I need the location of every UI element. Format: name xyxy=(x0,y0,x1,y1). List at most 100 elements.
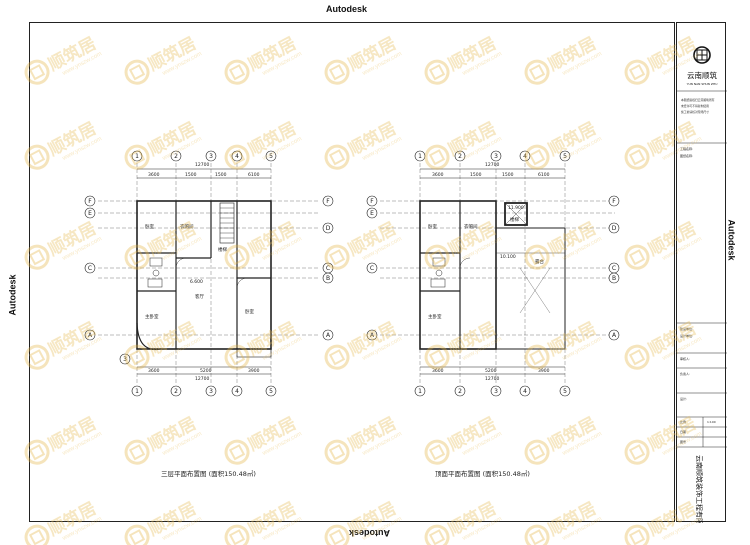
overall-dim: 12700 xyxy=(195,376,209,382)
svg-text:3600: 3600 xyxy=(148,368,160,374)
svg-text:A: A xyxy=(612,332,617,339)
svg-text:施工前请核对现场尺寸: 施工前请核对现场尺寸 xyxy=(681,110,709,114)
roof-plan xyxy=(380,163,615,383)
svg-text:建设单位:: 建设单位: xyxy=(680,326,693,331)
svg-text:5200: 5200 xyxy=(485,368,497,374)
edge-label-right: Autodesk xyxy=(726,219,737,261)
svg-text:2: 2 xyxy=(174,153,178,160)
svg-text:审核人:: 审核人: xyxy=(680,356,690,361)
svg-text:5: 5 xyxy=(563,153,567,160)
svg-text:负责人:: 负责人: xyxy=(680,371,690,376)
svg-text:1500: 1500 xyxy=(502,172,514,178)
svg-text:工程名称:: 工程名称: xyxy=(680,146,693,151)
svg-text:比例: 比例 xyxy=(680,419,686,424)
company-logo xyxy=(693,46,711,64)
svg-text:5: 5 xyxy=(563,388,567,395)
svg-text:1: 1 xyxy=(135,153,139,160)
level-mark: 6.600 xyxy=(190,279,203,285)
edge-label-bottom: Autodesk xyxy=(349,528,391,538)
room-label: 主卧室 xyxy=(145,313,159,320)
svg-text:D: D xyxy=(326,225,331,232)
room-label: 客厅 xyxy=(195,293,204,300)
svg-text:1: 1 xyxy=(418,153,422,160)
plans-canvas: 卧室 衣帽间 主卧室 客厅 卧室 楼梯 6.600 12700 12700 36… xyxy=(84,150,620,397)
svg-text:图纸名称:: 图纸名称: xyxy=(680,153,693,158)
edge-label-top: Autodesk xyxy=(326,4,368,14)
room-label: 露台 xyxy=(535,258,544,265)
svg-text:1: 1 xyxy=(418,388,422,395)
svg-text:3900: 3900 xyxy=(248,368,260,374)
svg-text:A: A xyxy=(370,332,375,339)
roof-plan-axis-labels: 1 2 3 4 5 1 2 3 4 5 F E C A F D C B A xyxy=(370,153,617,395)
svg-text:F: F xyxy=(370,198,374,205)
svg-text:3: 3 xyxy=(494,153,498,160)
svg-text:6100: 6100 xyxy=(538,172,550,178)
svg-text:B: B xyxy=(326,275,330,282)
svg-text:D: D xyxy=(612,225,617,232)
plan-caption-third-floor: 三层平面布置图 (面积150.48㎡) xyxy=(161,470,256,478)
svg-text:B: B xyxy=(612,275,616,282)
svg-text:3600: 3600 xyxy=(148,172,160,178)
svg-text:4: 4 xyxy=(235,153,239,160)
company-pinyin: YUN NAN SHUN ZHU xyxy=(687,82,718,86)
svg-text:6100: 6100 xyxy=(248,172,260,178)
room-label: 衣帽间 xyxy=(464,223,478,230)
svg-text:4: 4 xyxy=(523,388,527,395)
drawing-sheet: 卧室 衣帽间 主卧室 客厅 卧室 楼梯 6.600 12700 12700 36… xyxy=(29,22,675,522)
title-block: 云南顺筑 YUN NAN SHUN ZHU 本图纸版权归云南顺筑所有 未经许可不… xyxy=(676,22,727,539)
svg-text:2: 2 xyxy=(458,388,462,395)
svg-text:1500: 1500 xyxy=(215,172,227,178)
room-label: 楼梯 xyxy=(510,216,519,223)
level-mark: 10.100 xyxy=(500,254,516,260)
edge-label-left: Autodesk xyxy=(7,274,18,316)
svg-text:2: 2 xyxy=(458,153,462,160)
svg-text:5: 5 xyxy=(269,388,273,395)
svg-text:设计单位:: 设计单位: xyxy=(680,333,693,338)
svg-text:1500: 1500 xyxy=(185,172,197,178)
svg-text:3: 3 xyxy=(123,356,127,363)
svg-text:5: 5 xyxy=(269,153,273,160)
svg-text:E: E xyxy=(88,210,92,217)
svg-text:E: E xyxy=(370,210,374,217)
room-label: 卧室 xyxy=(245,308,254,315)
svg-text:3600: 3600 xyxy=(432,172,444,178)
svg-text:5200: 5200 xyxy=(200,368,212,374)
overall-dim: 12700 xyxy=(195,162,209,168)
room-label: 楼梯 xyxy=(218,246,227,253)
svg-text:3900: 3900 xyxy=(538,368,550,374)
company-full-name: 云南顺筑装饰工程有限公司 xyxy=(695,455,704,523)
svg-text:1: 1 xyxy=(135,388,139,395)
svg-text:4: 4 xyxy=(235,388,239,395)
roof-plan-axis-bubbles xyxy=(366,150,620,397)
svg-text:A: A xyxy=(326,332,331,339)
svg-text:1500: 1500 xyxy=(470,172,482,178)
svg-text:4: 4 xyxy=(523,153,527,160)
roof-plan-labels: 卧室 衣帽间 主卧室 露台 楼梯 10.100 11.900 12700 127… xyxy=(428,162,550,382)
overall-dim: 12700 xyxy=(485,162,499,168)
third-floor-plan xyxy=(98,163,320,383)
room-label: 卧室 xyxy=(428,223,437,230)
svg-text:C: C xyxy=(88,265,92,272)
room-label: 主卧室 xyxy=(428,313,442,320)
company-short-name: 云南顺筑 xyxy=(687,70,717,80)
third-floor-axis-labels: 1 2 3 4 5 1 2 3 4 5 F E C A F D C B A 3 xyxy=(88,153,331,395)
plan-caption-roof: 顶面平面布置图 (面积150.48㎡) xyxy=(435,470,530,478)
svg-text:本图纸版权归云南顺筑所有: 本图纸版权归云南顺筑所有 xyxy=(681,98,715,102)
svg-text:3: 3 xyxy=(209,153,213,160)
svg-text:F: F xyxy=(88,198,92,205)
third-floor-axis-bubbles xyxy=(84,150,334,397)
svg-text:未经许可不得复制使用: 未经许可不得复制使用 xyxy=(681,104,709,108)
svg-text:C: C xyxy=(370,265,374,272)
svg-text:1:100: 1:100 xyxy=(707,420,716,424)
svg-text:图号: 图号 xyxy=(680,439,686,444)
level-mark: 11.900 xyxy=(508,205,524,211)
svg-text:F: F xyxy=(612,198,616,205)
svg-text:F: F xyxy=(326,198,330,205)
svg-text:3: 3 xyxy=(494,388,498,395)
room-label: 衣帽间 xyxy=(180,223,194,230)
room-label: 卧室 xyxy=(145,223,154,230)
svg-text:设计:: 设计: xyxy=(680,396,687,401)
overall-dim: 12700 xyxy=(485,376,499,382)
svg-text:3: 3 xyxy=(209,388,213,395)
svg-text:C: C xyxy=(612,265,616,272)
